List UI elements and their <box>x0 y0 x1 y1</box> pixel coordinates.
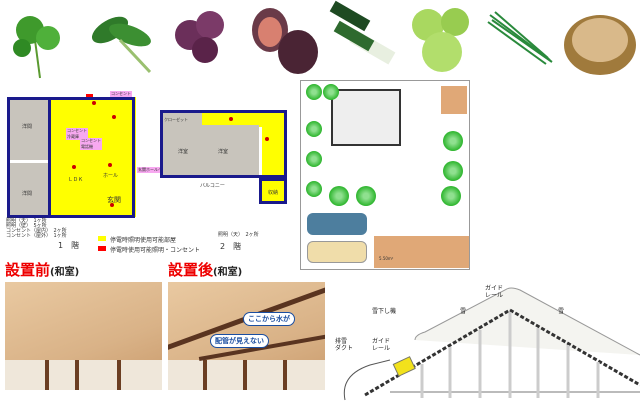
guide-rail-top-label: ガイド レール <box>485 285 504 299</box>
chive-icon <box>480 0 560 80</box>
room-entrance: 玄関 <box>107 196 121 204</box>
area-label: 5.50m² <box>379 256 394 261</box>
mitsuba-icon <box>0 0 80 80</box>
peanut-basket-icon <box>560 0 640 80</box>
room-ldk: ＬＤＫ <box>68 177 84 183</box>
duct-label: 排雪 ダクト <box>335 338 354 352</box>
snow-label-2: 雪 <box>558 308 565 315</box>
room-western2: 洋間 <box>22 191 33 197</box>
outlet-marker <box>86 94 93 97</box>
snow-label-1: 雪 <box>460 308 467 315</box>
balcony: バルコニー <box>200 183 225 189</box>
room-hall: ホール <box>103 173 119 179</box>
leek-icon <box>320 0 400 80</box>
room-western1: 洋間 <box>22 124 33 130</box>
guide-rail-left-label: ガイド レール <box>372 338 391 352</box>
after-title: 設置後(和室) <box>168 261 243 279</box>
room-2f-western2: 洋室 <box>218 149 229 155</box>
red-shiso-icon <box>160 0 240 80</box>
car-cream <box>307 241 367 263</box>
legend-yellow-swatch <box>98 236 106 241</box>
after-photo: ここから水が 配管が見えない <box>168 282 325 390</box>
room-closet: クローゼット <box>164 117 188 122</box>
spinach-icon <box>80 0 160 80</box>
roof-diagram: ガイド レール 雪下し機 排雪 ダクト ガイド レール 雪 雪 <box>330 280 640 403</box>
site-plan: 5.50m² <box>300 80 470 270</box>
ldk-outlet-tag: コンセント 冷蔵庫 <box>66 128 88 140</box>
floor2-label: 2 階 <box>220 242 242 251</box>
floor1-notes: 照明（天） 1ヶ所照明（壁） 5ヶ所コンセント（屋内） 2ヶ所コンセント（屋外）… <box>6 218 67 239</box>
ldk-outlet2-tag: コンセント 電話機 <box>80 138 102 150</box>
car-blue <box>307 213 367 235</box>
house-footprint <box>331 89 401 146</box>
legend-red-swatch <box>98 246 106 251</box>
before-title: 設置前(和室) <box>5 261 80 279</box>
outlet-tag: コンセント <box>110 91 132 97</box>
bubble-water: ここから水が <box>243 312 295 326</box>
floor-plan: 洋間 洋間 ＬＤＫ ホール 玄関 コンセント コンセント 冷蔵庫 コンセント 電… <box>0 85 300 260</box>
before-photo <box>5 282 162 390</box>
room-storage: 収納 <box>268 190 279 196</box>
green-plum-icon <box>400 0 480 80</box>
from2f-tag: 玄関ホールへ <box>137 167 163 173</box>
snow-machine-label: 雪下し機 <box>372 308 397 315</box>
floor2-notes: 照明（天） 2ヶ所 <box>218 232 259 238</box>
room-2f-western1: 洋室 <box>178 149 189 155</box>
bubble-pipe: 配管が見えない <box>210 334 269 348</box>
floor1-label: 1 階 <box>58 241 80 250</box>
fig-icon <box>240 0 320 80</box>
legend-red-label: 停電時使用可能照明・コンセント <box>110 247 201 254</box>
legend-yellow-label: 停電時照明使用可能部屋 <box>110 237 177 244</box>
